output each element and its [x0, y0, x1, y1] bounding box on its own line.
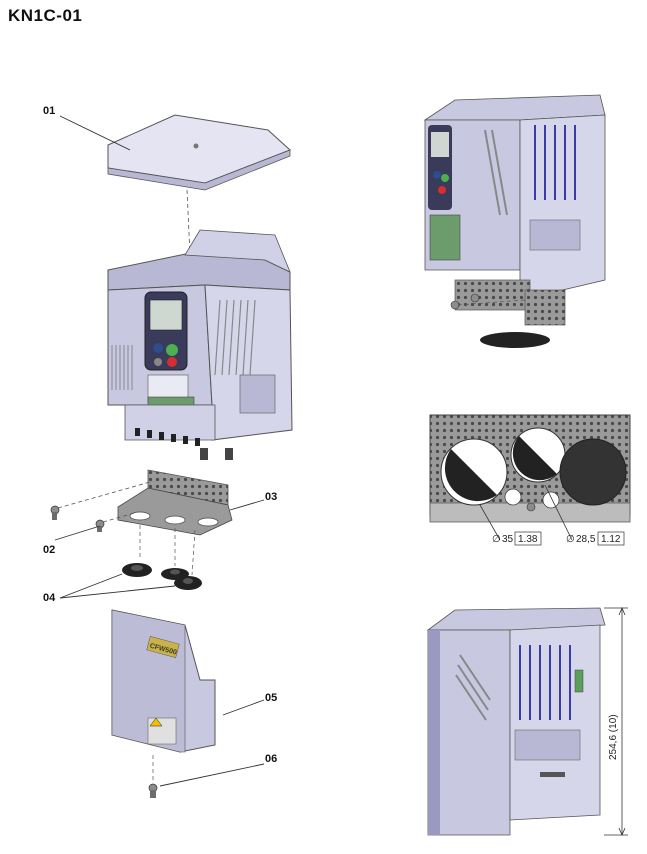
screw-parts	[50, 505, 105, 532]
side-view	[426, 607, 606, 836]
hole-b-dia: 28,5	[576, 534, 596, 545]
hole-b-inch-box	[597, 531, 625, 546]
dim-leader-a	[479, 504, 501, 541]
hole-b-inch: 1.12	[601, 534, 621, 545]
leader-04b	[59, 585, 176, 599]
hole-b-dia-symbol: ∅	[566, 534, 575, 545]
leader-01	[59, 115, 131, 151]
label-01: 01	[43, 105, 55, 117]
hole-a-inch-box	[514, 531, 542, 546]
drive-body	[107, 229, 293, 460]
hole-a-dia-symbol: ∅	[492, 534, 501, 545]
leader-06	[159, 763, 265, 787]
cover-screw	[148, 783, 158, 798]
front-cover: CFW500	[111, 609, 216, 753]
assembly-line-04c	[191, 529, 196, 576]
label-05: 05	[265, 692, 277, 704]
assembled-view	[423, 94, 606, 348]
label-06: 06	[265, 753, 277, 765]
assembly-line-01	[186, 189, 191, 256]
height-dimension	[604, 606, 628, 837]
label-04: 04	[43, 592, 56, 604]
cable-grommets	[122, 563, 202, 590]
height-label: 254,6 (10)	[608, 714, 619, 760]
leader-03	[229, 499, 265, 511]
gland-plate	[117, 469, 233, 536]
assembly-line-02a	[57, 481, 151, 509]
gland-plate-detail	[429, 414, 631, 523]
page-title: KN1C-01	[8, 6, 83, 25]
assembly-line-02b	[102, 511, 139, 523]
hole-a-dia: 35	[502, 534, 514, 545]
label-02: 02	[43, 544, 55, 556]
hole-a-inch: 1.38	[518, 534, 538, 545]
leader-02	[54, 525, 101, 541]
top-cover	[107, 114, 291, 191]
dim-leader-b	[544, 484, 573, 541]
leader-04a	[59, 573, 123, 599]
leader-05	[222, 699, 265, 716]
label-03: 03	[265, 491, 277, 503]
